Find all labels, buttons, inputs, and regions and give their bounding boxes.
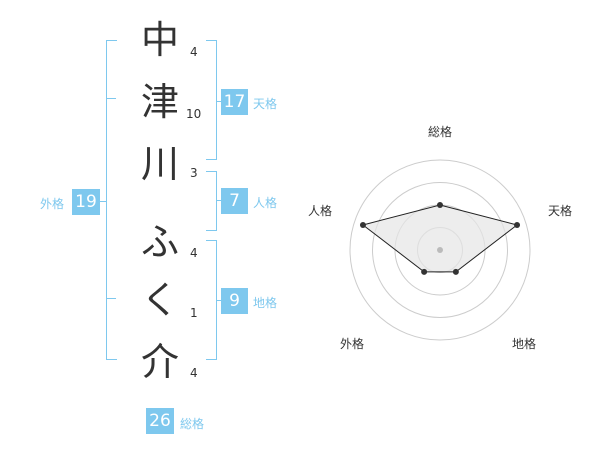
name-character-3: 川 bbox=[140, 142, 179, 186]
jinkaku-bracket bbox=[206, 171, 217, 231]
radar-point bbox=[421, 268, 428, 275]
radar-label-soukaku: 総格 bbox=[428, 125, 453, 139]
name-character-5: く bbox=[140, 278, 179, 322]
radar-label-jinkaku: 人格 bbox=[308, 204, 333, 218]
stroke-count-3: 3 bbox=[190, 166, 198, 180]
radar-label-chikaku: 地格 bbox=[512, 337, 537, 351]
stroke-count-1: 4 bbox=[190, 45, 198, 59]
stroke-count-4: 4 bbox=[190, 246, 198, 260]
gaikaku-connector bbox=[100, 201, 106, 202]
jinkaku-label: 人格 bbox=[253, 196, 278, 210]
soukaku-label: 総格 bbox=[180, 417, 205, 431]
gaikaku-label: 外格 bbox=[40, 197, 65, 211]
radar-chart bbox=[349, 159, 531, 341]
stroke-count-2: 10 bbox=[186, 107, 202, 121]
soukaku-value: 26 bbox=[146, 408, 174, 434]
name-character-4: ふ bbox=[140, 220, 179, 264]
radar-center-dot bbox=[437, 247, 443, 253]
gaikaku-bracket-tick bbox=[106, 98, 116, 99]
tenkaku-bracket bbox=[206, 40, 217, 160]
jinkaku-connector bbox=[216, 200, 222, 201]
radar-grid-ring bbox=[372, 182, 508, 318]
gaikaku-bracket bbox=[106, 40, 117, 360]
name-character-6: 介 bbox=[140, 340, 179, 384]
jinkaku-value: 7 bbox=[221, 188, 248, 214]
name-character-2: 津 bbox=[140, 80, 179, 124]
radar-point bbox=[359, 221, 366, 228]
tenkaku-connector bbox=[216, 101, 222, 102]
radar-point bbox=[437, 202, 443, 208]
radar-label-gaikaku: 外格 bbox=[340, 337, 365, 351]
radar-label-tenkaku: 天格 bbox=[548, 204, 573, 218]
radar-point bbox=[514, 221, 521, 228]
chikaku-connector bbox=[216, 300, 222, 301]
radar-area bbox=[361, 204, 519, 273]
radar-points bbox=[359, 202, 521, 275]
stroke-count-6: 4 bbox=[190, 366, 198, 380]
radar-grid-ring bbox=[349, 159, 531, 341]
stroke-count-5: 1 bbox=[190, 306, 198, 320]
name-character-1: 中 bbox=[140, 18, 179, 62]
tenkaku-label: 天格 bbox=[253, 97, 278, 111]
tenkaku-value: 17 bbox=[221, 89, 248, 115]
gaikaku-value: 19 bbox=[72, 189, 100, 215]
chikaku-label: 地格 bbox=[253, 296, 278, 310]
radar-point bbox=[452, 268, 459, 275]
chikaku-value: 9 bbox=[221, 288, 248, 314]
gaikaku-bracket-tick-2 bbox=[106, 298, 116, 299]
